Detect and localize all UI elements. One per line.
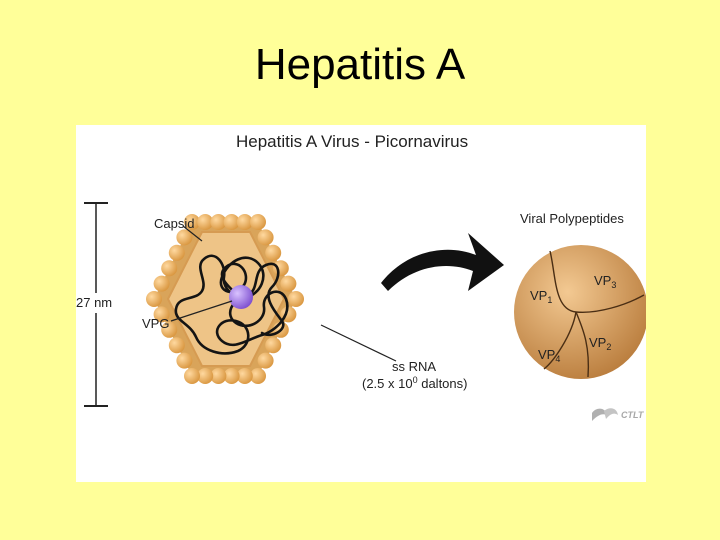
capsid-label: Capsid [154,216,194,231]
curved-arrow [381,233,504,291]
capsid-bead [184,368,200,384]
capsid-bead [236,368,253,384]
vpg-protein [229,285,253,309]
capsid-bead [168,337,185,354]
capsid-bead [223,368,240,384]
capsid-bead [288,291,304,307]
capsid-bead [176,352,193,369]
capsid-leader-line [182,225,203,242]
capsid-bead [210,368,227,384]
capsid-bead [250,214,266,230]
rna-strand [174,254,289,355]
capsid-bead [210,214,227,230]
vpg-leader-line [170,300,233,322]
virus-diagram-svg: Hepatitis A Virus - Picornavirus 27 nm C… [76,132,646,421]
vp3-label: VP3 [594,273,616,290]
capsid-bead [153,306,170,323]
ctlt-logo: CTLT [592,408,645,421]
capsid-bead [197,214,214,230]
capsid-bead [265,337,282,354]
size-scale-bar [76,202,120,407]
capsid-bead [257,352,274,369]
sphere-seam-bottom [575,311,590,378]
capsid-bead [280,275,297,292]
vpg-label: VPG [142,316,169,331]
capsid-bead [161,260,178,277]
ctlt-logo-text: CTLT [621,410,645,420]
capsid-bead [153,275,170,292]
vp1-label: VP1 [530,288,552,305]
capsid-bead [265,244,282,261]
figure-title: Hepatitis A Virus - Picornavirus [236,132,468,151]
slide-title: Hepatitis A [254,40,466,89]
capsid-bead [197,368,214,384]
capsid-bead [236,214,253,230]
sphere-seam-left [543,311,577,370]
virus-diagram: Hepatitis A Virus - Picornavirus 27 nm C… [76,125,646,482]
capsid-bead [250,368,266,384]
capsid-bead [176,229,193,246]
vp4-label: VP4 [538,347,560,364]
capsid-bead [161,321,178,338]
capsid-bead [223,214,240,230]
capsid-bead [184,214,200,230]
capsid-bead [257,229,274,246]
capsid-bead [272,260,289,277]
rna-mass-label: (2.5 x 100 daltons) [362,375,467,391]
polypeptides-label: Viral Polypeptides [520,211,624,226]
capsid-bead [168,244,185,261]
capsid-bead [146,291,162,307]
rna-leader-line [320,324,397,362]
capsid [146,214,304,384]
capsid-beads [146,214,304,384]
size-label: 27 nm [76,295,112,310]
ss-rna-label: ss RNA [392,359,436,374]
polypeptide-sphere [514,245,646,379]
vp2-label: VP2 [589,335,611,352]
